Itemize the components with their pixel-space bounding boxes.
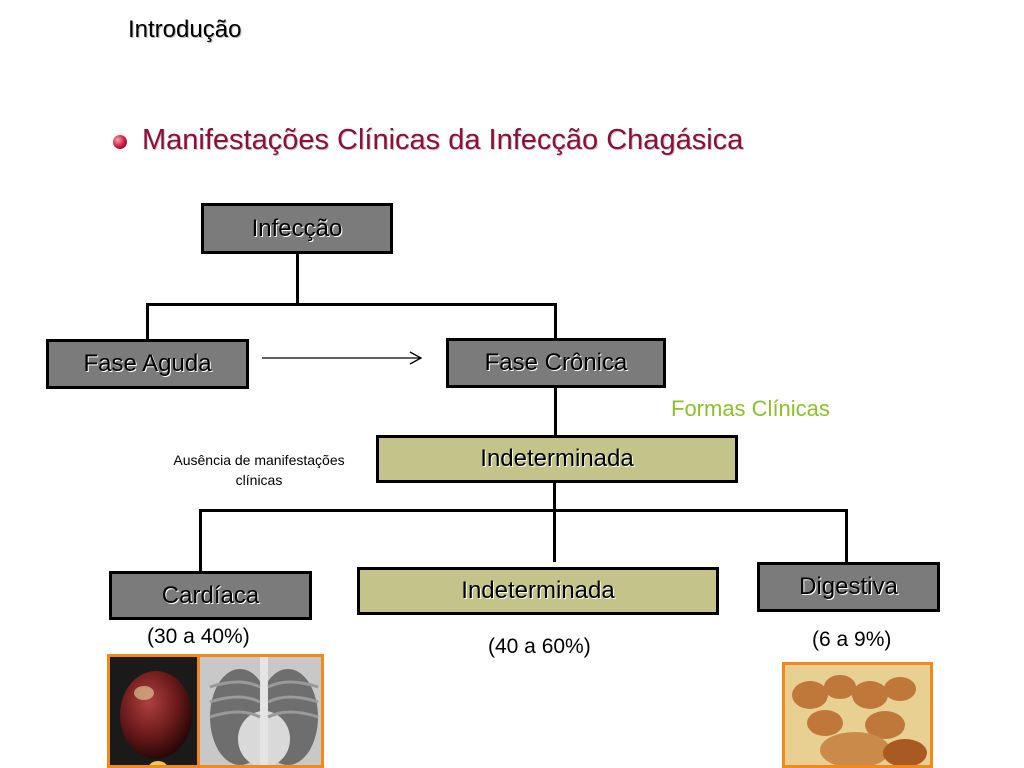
digestiva-box: Digestiva xyxy=(757,562,940,612)
infeccao-label: Infecção xyxy=(251,214,343,242)
connector-to-cardiaca xyxy=(199,509,202,572)
heart-photo xyxy=(107,654,200,768)
formas-clinicas-label: Formas Clínicas xyxy=(671,396,830,421)
connector-infeccao-down xyxy=(296,252,299,305)
intestine-icon xyxy=(785,665,930,765)
connector-bottom-horizontal xyxy=(199,509,847,512)
infeccao-box: Infecção xyxy=(201,203,393,254)
indeterminada-top-box: Indeterminada xyxy=(376,435,738,483)
fase-aguda-label: Fase Aguda xyxy=(83,350,212,377)
digestiva-label: Digestiva xyxy=(799,573,898,600)
indeterminada-top-label: Indeterminada xyxy=(480,445,634,472)
fase-aguda-box: Fase Aguda xyxy=(46,339,249,389)
connector-to-digestiva xyxy=(845,509,848,563)
bullet-icon xyxy=(113,135,127,149)
fase-cronica-box: Fase Crônica xyxy=(446,338,666,388)
cardiaca-label: Cardíaca xyxy=(161,581,260,609)
connector-indeterminada-down xyxy=(553,482,556,562)
connector-to-fase-cronica xyxy=(554,303,557,339)
chest-xray-photo xyxy=(197,654,324,768)
connector-to-fase-aguda xyxy=(146,303,149,341)
indeterminada-percentage: (40 a 60%) xyxy=(488,635,591,658)
slide-subtitle: Manifestações Clínicas da Infecção Chagá… xyxy=(142,124,744,156)
cardiaca-box: Cardíaca xyxy=(109,571,312,620)
intestine-photo xyxy=(782,662,933,768)
heart-photo-icon xyxy=(120,671,192,765)
cardiaca-percentage: (30 a 40%) xyxy=(147,625,250,648)
connector-top-horizontal xyxy=(146,303,557,306)
chest-xray-icon xyxy=(200,657,321,765)
connector-cronica-to-indeterminada xyxy=(554,386,557,436)
slide-title: Introdução xyxy=(128,16,242,43)
digestiva-percentage: (6 a 9%) xyxy=(812,628,892,651)
indeterminada-bottom-box: Indeterminada xyxy=(357,567,719,615)
fase-cronica-label: Fase Crônica xyxy=(484,349,628,376)
indeterminada-bottom-label: Indeterminada xyxy=(461,577,615,604)
ausencia-note: Ausência de manifestações clínicas xyxy=(173,452,345,488)
